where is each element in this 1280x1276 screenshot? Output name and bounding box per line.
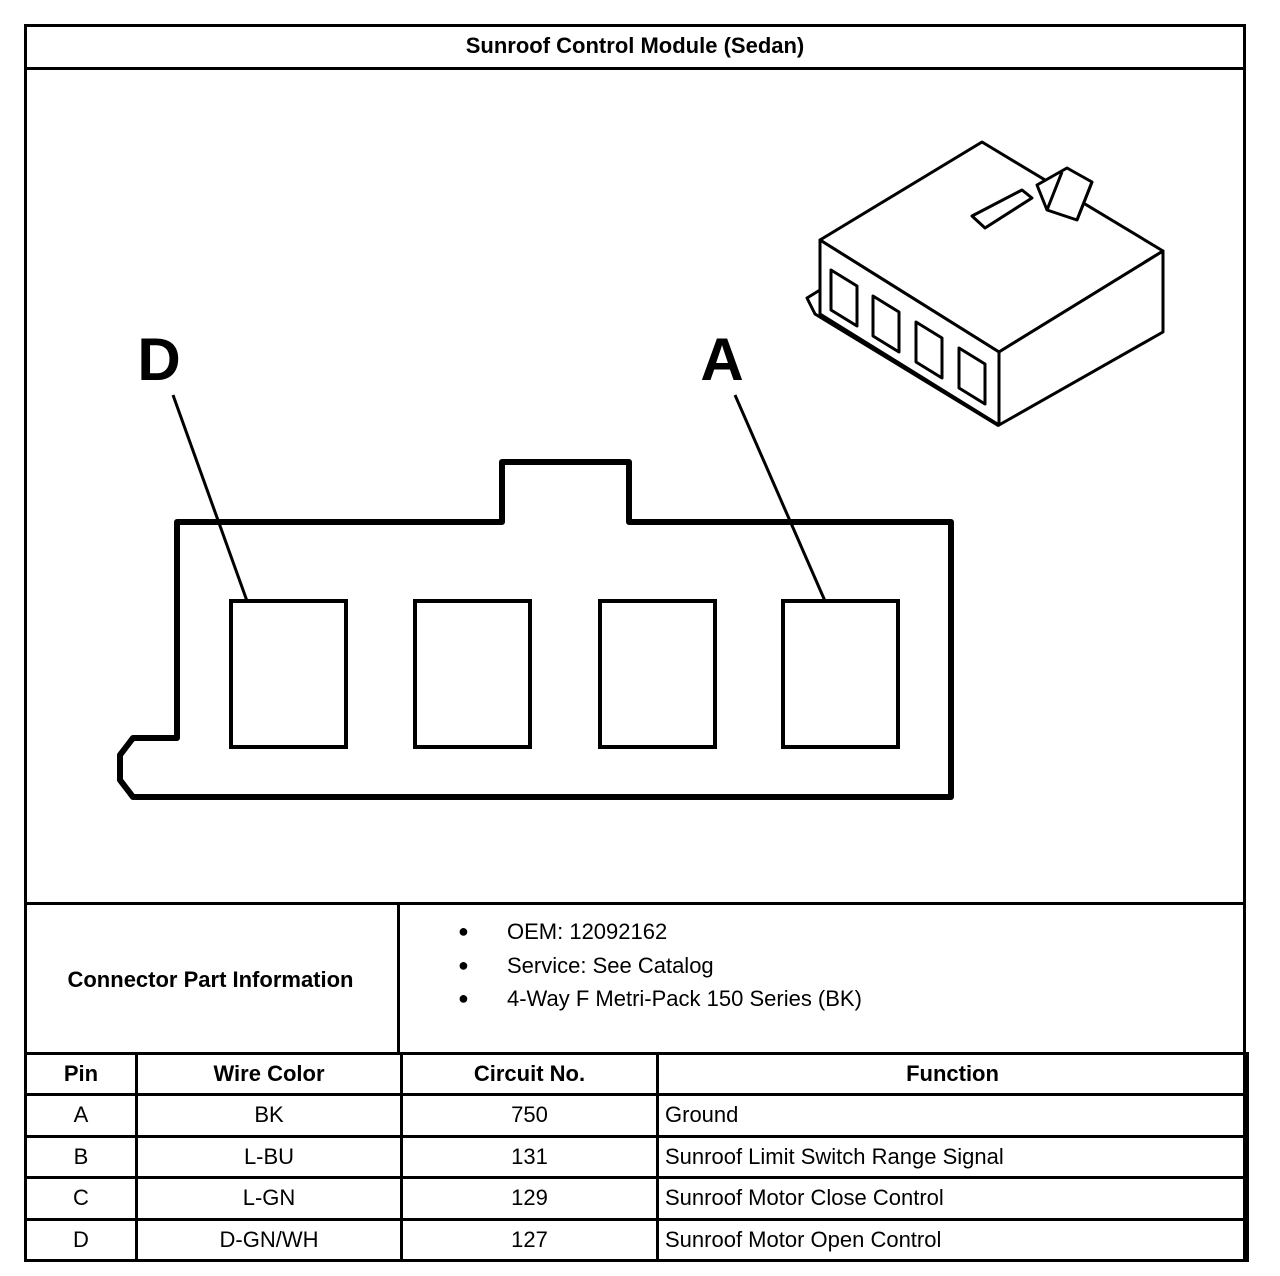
cavity-b: [598, 599, 717, 749]
list-item: ● 4-Way F Metri-Pack 150 Series (BK): [400, 982, 862, 1016]
cell-pin: C: [24, 1176, 138, 1221]
header-circuit-no: Circuit No.: [400, 1052, 659, 1096]
pin-table: Pin Wire Color Circuit No. Function A BK…: [24, 1052, 1249, 1262]
cell-function: Ground: [656, 1093, 1249, 1138]
cell-circuit: 750: [400, 1093, 659, 1138]
cell-function: Sunroof Motor Open Control: [656, 1217, 1249, 1262]
cavity-a: [781, 599, 900, 749]
cell-circuit: 127: [400, 1217, 659, 1262]
pin-label-a: A: [700, 326, 743, 393]
pin-label-d: D: [137, 326, 180, 393]
table-row: B L-BU 131 Sunroof Limit Switch Range Si…: [24, 1134, 1249, 1179]
cell-wire-color: L-GN: [135, 1176, 403, 1221]
cell-circuit: 129: [400, 1176, 659, 1221]
connector-part-information: Connector Part Information ● OEM: 120921…: [24, 902, 1246, 1054]
cell-wire-color: L-BU: [135, 1134, 403, 1179]
list-item: ● Service: See Catalog: [400, 949, 862, 983]
table-row: C L-GN 129 Sunroof Motor Close Control: [24, 1176, 1249, 1221]
connector-isometric-illustration: [805, 140, 1165, 428]
connector-info-list: ● OEM: 12092162 ● Service: See Catalog ●…: [400, 915, 862, 1016]
connector-info-label: Connector Part Information: [24, 905, 400, 1054]
cavity-c: [413, 599, 532, 749]
bullet-icon: ●: [458, 921, 469, 941]
page-frame: [24, 24, 1246, 1262]
cell-pin: B: [24, 1134, 138, 1179]
cell-wire-color: BK: [135, 1093, 403, 1138]
cell-pin: A: [24, 1093, 138, 1138]
cell-pin: D: [24, 1217, 138, 1262]
table-row: A BK 750 Ground: [24, 1093, 1249, 1138]
bullet-icon: ●: [458, 988, 469, 1008]
connector-face-outline: [117, 459, 954, 800]
header-function: Function: [656, 1052, 1249, 1096]
connector-svg: D A: [117, 140, 1165, 800]
info-item-oem: OEM: 12092162: [507, 919, 668, 944]
leader-line-d: [171, 394, 249, 602]
bullet-icon: ●: [458, 954, 469, 975]
header-pin: Pin: [24, 1052, 138, 1096]
info-item-series: 4-Way F Metri-Pack 150 Series (BK): [507, 986, 862, 1011]
page-title: Sunroof Control Module (Sedan): [24, 24, 1246, 70]
info-item-service: Service: See Catalog: [507, 952, 714, 978]
cell-circuit: 131: [400, 1134, 659, 1179]
cell-function: Sunroof Motor Close Control: [656, 1176, 1249, 1221]
list-item: ● OEM: 12092162: [400, 915, 862, 949]
cell-wire-color: D-GN/WH: [135, 1217, 403, 1262]
cell-function: Sunroof Limit Switch Range Signal: [656, 1134, 1249, 1179]
header-wire-color: Wire Color: [135, 1052, 403, 1096]
cavity-d: [229, 599, 348, 749]
table-row: D D-GN/WH 127 Sunroof Motor Open Control: [24, 1217, 1249, 1262]
connector-diagram: D A: [27, 70, 1243, 902]
leader-line-a: [733, 394, 827, 602]
pin-table-header-row: Pin Wire Color Circuit No. Function: [24, 1052, 1249, 1096]
title-text: Sunroof Control Module (Sedan): [465, 32, 805, 58]
